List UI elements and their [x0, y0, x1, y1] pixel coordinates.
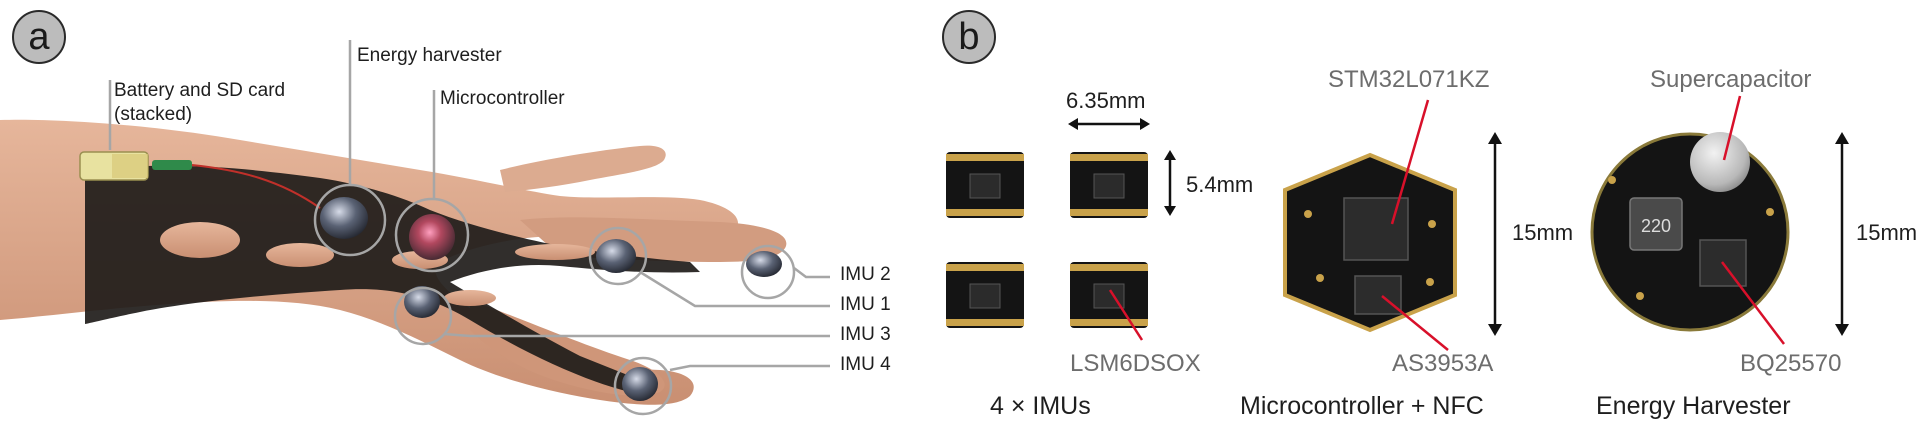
mcu-callouts — [1381, 99, 1449, 351]
imu-width-label: 6.35mm — [1066, 88, 1146, 113]
stm32-chip — [1343, 197, 1409, 261]
mesh-hole — [515, 244, 595, 260]
imu4-leader — [669, 364, 830, 372]
harvester-dimension-arrow — [1835, 132, 1849, 336]
imu3-ring — [393, 286, 453, 346]
bq25570-leader — [1721, 261, 1785, 345]
mesh-hole — [444, 290, 496, 306]
panel-b-badge: b — [942, 10, 996, 64]
stm32-leader — [1390, 99, 1430, 225]
imu1-leader — [639, 270, 830, 308]
sd-card — [112, 154, 148, 178]
imu4-node — [622, 367, 658, 401]
index-finger — [500, 145, 666, 192]
imu-height-label: 5.4mm — [1186, 172, 1254, 197]
battery-label: Battery and SD card — [114, 80, 286, 101]
panel-a-callouts — [108, 40, 830, 416]
imu1-node — [596, 239, 636, 273]
bq25570-label: BQ25570 — [1740, 350, 1842, 377]
panel-a-badge: a — [12, 10, 66, 64]
imu4-label: IMU 4 — [840, 354, 891, 375]
imu-board — [1070, 262, 1148, 328]
imu-board — [1070, 152, 1148, 218]
supercapacitor — [1690, 132, 1750, 192]
supercapacitor-label: Supercapacitor — [1650, 66, 1812, 93]
mcu-board — [1283, 152, 1457, 333]
battery-connector — [152, 160, 192, 170]
microcontroller-node — [409, 214, 455, 260]
lsm6dsox-leader — [1108, 289, 1144, 341]
harvester-callouts — [1721, 95, 1785, 345]
imu-boards — [946, 152, 1148, 328]
imu-dimension-arrows — [1068, 118, 1176, 216]
harvester-caption: Energy Harvester — [1596, 392, 1791, 420]
inductor-marking: 220 — [1641, 216, 1671, 236]
as3953-leader — [1381, 295, 1449, 351]
mcu-dimension-label: 15mm — [1512, 220, 1574, 245]
inductor — [1629, 197, 1683, 251]
imu3-leader — [443, 332, 830, 338]
hand-photo — [0, 119, 787, 405]
battery-sub-label: (stacked) — [114, 104, 193, 125]
microcontroller-label: Microcontroller — [440, 88, 565, 109]
imu1-label: IMU 1 — [840, 294, 891, 315]
imu-board — [946, 152, 1024, 218]
energy-harvester-label: Energy harvester — [357, 45, 502, 66]
stm32-label: STM32L071KZ — [1328, 66, 1490, 93]
textile-mesh — [85, 165, 700, 392]
imu3-node — [404, 286, 440, 318]
imu2-ring — [740, 244, 796, 300]
mesh-hole — [160, 222, 240, 258]
as3953-chip — [1354, 275, 1402, 315]
power-wire — [191, 164, 321, 209]
imu1-ring — [588, 226, 648, 286]
mcu-caption: Microcontroller + NFC — [1240, 392, 1484, 420]
energy-harvester-node — [320, 197, 368, 239]
harvester-board: 220 — [1590, 132, 1790, 332]
imu4-ring — [613, 356, 673, 416]
as3953-label: AS3953A — [1392, 350, 1494, 377]
imu2-node — [746, 251, 782, 277]
imu-caption: 4 × IMUs — [990, 392, 1091, 420]
microcontroller-ring — [394, 197, 470, 273]
lsm6dsox-label: LSM6DSOX — [1070, 350, 1201, 377]
harvester-dimension-label: 15mm — [1856, 220, 1918, 245]
mesh-hole — [266, 243, 334, 267]
supercap-leader — [1722, 95, 1742, 161]
imu3-label: IMU 3 — [840, 324, 891, 345]
imu-board — [946, 262, 1024, 328]
imu2-leader — [793, 267, 830, 279]
mcu-dimension-arrow — [1488, 132, 1502, 336]
imu2-label: IMU 2 — [840, 264, 891, 285]
